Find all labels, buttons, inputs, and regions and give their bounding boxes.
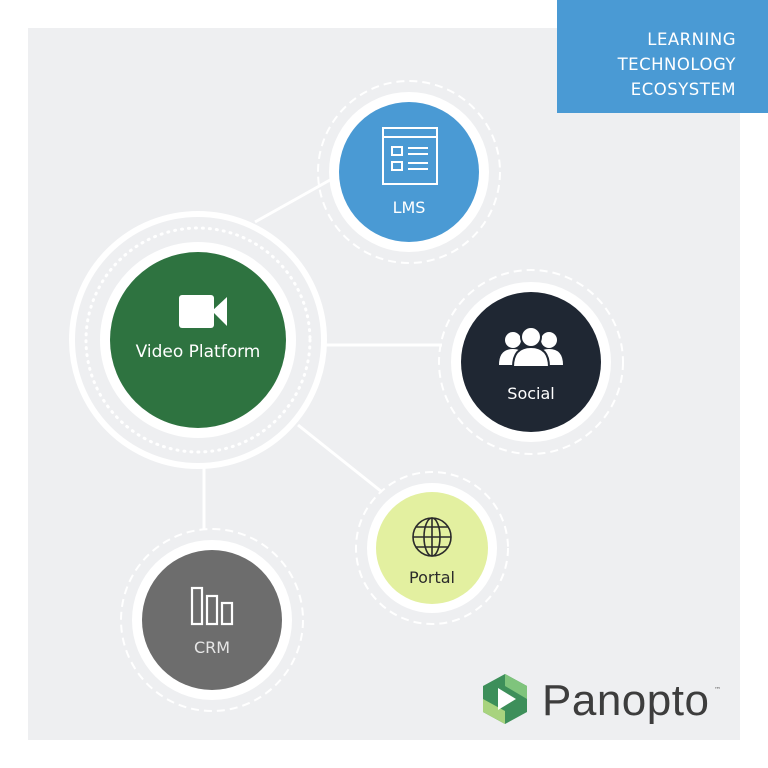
crm-label: CRM [193, 638, 231, 657]
title-line: LEARNING [647, 30, 736, 49]
connector-lms [254, 178, 331, 224]
trademark: ™ [714, 686, 721, 694]
node-portal[interactable] [355, 471, 509, 625]
lms-label: LMS [392, 198, 426, 217]
globe-icon [412, 517, 452, 557]
title-line: ECOSYSTEM [630, 80, 736, 99]
node-social[interactable] [438, 269, 624, 455]
node-crm[interactable] [120, 528, 304, 712]
video-platform-label: Video Platform [135, 342, 261, 362]
title-line: TECHNOLOGY [617, 55, 736, 74]
users-group-icon [499, 326, 563, 368]
browser-window-icon [382, 127, 438, 185]
social-label: Social [507, 384, 555, 403]
node-video-platform[interactable] [69, 211, 327, 469]
video-camera-icon [179, 295, 227, 328]
panopto-wordmark: Panopto [542, 676, 710, 725]
panopto-logo-icon [483, 674, 527, 724]
bar-chart-icon [190, 586, 234, 626]
node-lms[interactable] [317, 80, 501, 264]
connectors [202, 178, 442, 530]
title-box: LEARNING TECHNOLOGY ECOSYSTEM [557, 0, 768, 113]
portal-label: Portal [409, 568, 455, 587]
connector-portal [297, 423, 383, 494]
